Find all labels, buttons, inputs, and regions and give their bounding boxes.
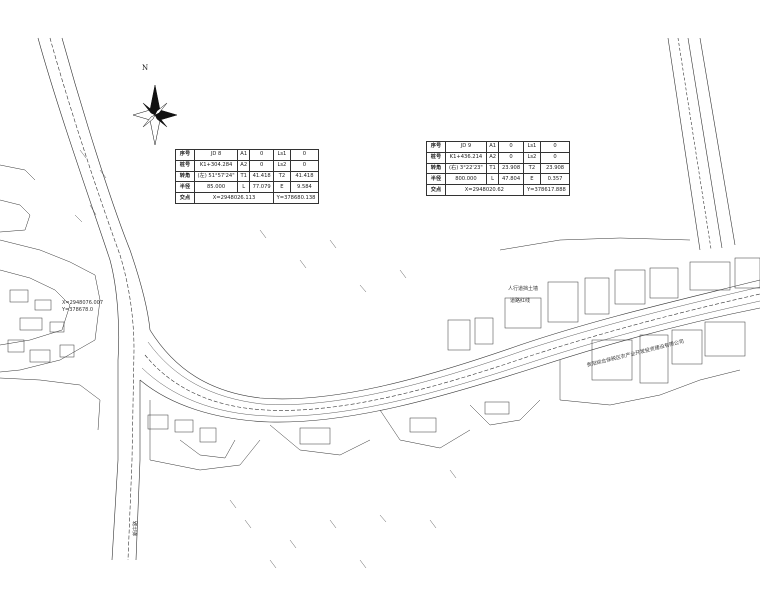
curve-table-cell: 桩号 <box>175 159 195 172</box>
curve-table-cell: 0 <box>289 159 320 172</box>
curve-table-cell: K1+436.214 <box>445 151 487 164</box>
road-north-east-4 <box>699 37 736 246</box>
curve-table-cell: 85.000 <box>193 181 239 194</box>
road-edge-south-curve <box>139 307 760 423</box>
north-label: N <box>142 64 149 72</box>
curve-table-cell: 800.000 <box>445 173 487 186</box>
road-edge-north-curve <box>149 279 760 400</box>
road-red-line-label: 道路红线 <box>510 298 531 304</box>
curve-table-cell: 41.418 <box>249 170 274 183</box>
road-centerline-curve <box>144 293 760 411</box>
sidewalk-retaining-wall-label: 人行道挡土墙 <box>508 286 539 292</box>
curve-table-cell: 半径 <box>426 173 446 186</box>
curve-table-cell: Ls1 <box>522 141 542 153</box>
curve-table-cell: 0.357 <box>540 173 570 186</box>
north-arrow-icon <box>132 84 178 146</box>
curve-table-cell: Ls2 <box>522 151 542 164</box>
curve-table-cell: 0 <box>540 141 570 153</box>
curve-table-cell: X=2948026.113 <box>194 192 274 204</box>
curve-table-cell: 转角 <box>175 170 195 183</box>
curve-table-cell: 41.418 <box>289 170 320 183</box>
curve-table-cell: L <box>485 173 500 186</box>
curve-table-cell: 77.079 <box>249 181 274 194</box>
curve-table-cell: 23.908 <box>498 162 524 175</box>
curve-table-cell: 0 <box>249 149 274 161</box>
curve-table-cell: Ls2 <box>273 159 291 172</box>
curve-table-cell: Y=378617.888 <box>522 184 571 196</box>
curve-table-cell: 47.804 <box>498 173 524 186</box>
curve-table-cell: A1 <box>237 149 251 161</box>
curve-table-cell: E <box>522 173 542 186</box>
curve-table-cell: 0 <box>498 141 524 153</box>
curve-table-cell: (左) 51°57'24" <box>193 170 239 183</box>
curve-table-cell: JD 8 <box>193 149 239 161</box>
curve-table-cell: 交点 <box>175 192 195 204</box>
curve-table-cell: E <box>273 181 291 194</box>
coordinate-x-label: X=2948076.007 <box>62 300 104 306</box>
road-north-east-2 <box>687 37 723 249</box>
curve-table-cell: T1 <box>485 162 500 175</box>
curve-table-cell: X=2948020.62 <box>445 184 524 196</box>
curve-table-cell: 序号 <box>426 141 446 153</box>
road-edge-south-east <box>135 380 141 561</box>
curve-table-cell: 9.584 <box>289 181 320 194</box>
curve-table-cell: 转角 <box>426 162 446 175</box>
road-edge-east <box>61 37 151 331</box>
curve-table-cell: A2 <box>237 159 251 172</box>
curve-table-cell: A1 <box>485 141 500 153</box>
curve-table-cell: 序号 <box>175 149 195 161</box>
curve-table-cell: (右) 3°22'23" <box>445 162 487 175</box>
road-centerline-west <box>49 37 135 561</box>
curve-table-cell: 桩号 <box>426 151 446 164</box>
curve-table-cell: 23.908 <box>540 162 570 175</box>
curve-table-cell: JD 9 <box>445 141 487 153</box>
road-north-east-3 <box>677 37 712 250</box>
road-edge-west <box>37 37 120 561</box>
curve-table-cell: L <box>237 181 251 194</box>
road-name-label: 新庄路 <box>133 520 139 536</box>
curve-table-cell: 0 <box>540 151 570 164</box>
road-lane-line <box>147 286 760 405</box>
curve-table-cell: Ls1 <box>273 149 291 161</box>
curve-table-cell: A2 <box>485 151 500 164</box>
curve-table-cell: T2 <box>273 170 291 183</box>
curve-table-cell: T2 <box>522 162 542 175</box>
coordinate-y-label: Y=378678.0 <box>62 307 94 313</box>
curve-table-cell: 0 <box>498 151 524 164</box>
curve-table-cell: 交点 <box>426 184 446 196</box>
curve-table-cell: 0 <box>289 149 320 161</box>
curve-table-cell: T1 <box>237 170 251 183</box>
curve-table-cell: K1+304.284 <box>193 159 239 172</box>
curve-table-cell: 0 <box>249 159 274 172</box>
road-north-east-1 <box>667 37 701 251</box>
curve-table-cell: Y=378680.138 <box>273 192 319 204</box>
curve-table-cell: 半径 <box>175 181 195 194</box>
